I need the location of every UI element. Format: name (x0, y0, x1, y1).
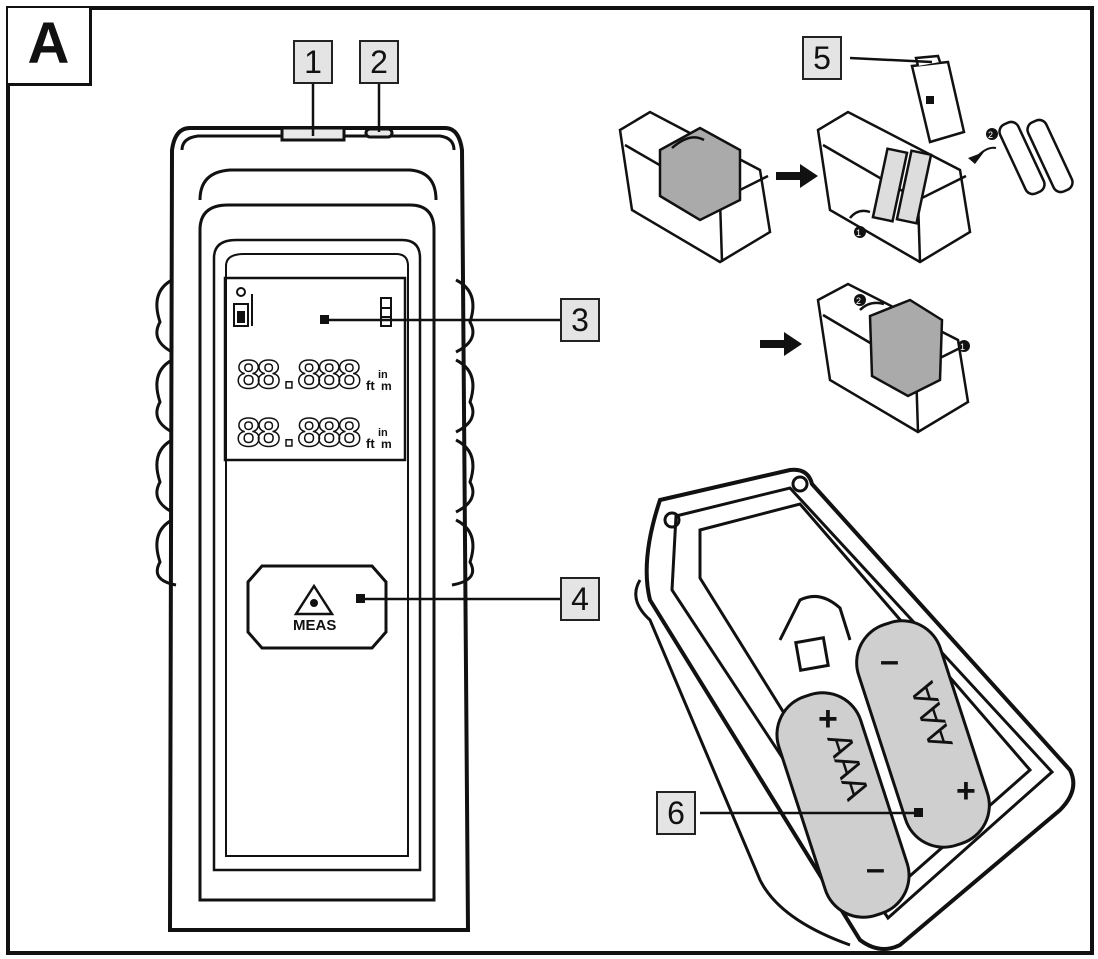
step-arrow-2 (760, 332, 802, 356)
display-digits-row2: 88.888 (236, 411, 362, 459)
display-contents (233, 287, 392, 327)
battery-status-icon (380, 297, 392, 327)
battery-left (775, 691, 911, 919)
step-marker-1-label: 1 (856, 228, 861, 238)
display-unit-m-1: m (381, 379, 392, 393)
panel-letter: A (8, 8, 92, 86)
step-marker-3 (854, 294, 866, 306)
callout-3: 3 (560, 298, 600, 342)
battery-left-minus: – (866, 850, 885, 888)
meas-button[interactable] (246, 564, 388, 650)
battery-step-1 (618, 110, 772, 264)
battery-right-minus: – (880, 642, 899, 680)
display-digits-row1: 88.888 (236, 353, 362, 401)
leader-dots (320, 96, 934, 817)
step-marker-2-label: 2 (988, 130, 993, 140)
device-back (634, 467, 1076, 951)
step-marker-3-label: 2 (856, 296, 861, 306)
display-unit-in-2: in (378, 427, 388, 439)
leader-5 (849, 56, 933, 64)
display-unit-m-2: m (381, 437, 392, 451)
step-marker-4-label: 1 (960, 342, 965, 352)
callout-5: 5 (802, 36, 842, 80)
battery-compartment (775, 619, 991, 919)
meas-button-label: MEAS (293, 617, 336, 634)
callout-4: 4 (560, 577, 600, 621)
laser-warning-icon (293, 583, 335, 616)
leader-lines (311, 56, 933, 815)
callout-1: 1 (293, 40, 333, 84)
step-marker-1 (854, 226, 866, 238)
battery-right-plus: + (956, 772, 976, 810)
display-screen (223, 276, 407, 462)
battery-step-2 (816, 110, 972, 264)
battery-cover (910, 54, 966, 144)
callout-6: 6 (656, 791, 696, 835)
display-unit-ft-2: ft (366, 436, 375, 451)
battery-left-plus: + (818, 700, 838, 738)
display-unit-ft-1: ft (366, 378, 375, 393)
loose-batteries (998, 118, 1074, 196)
step-marker-4 (958, 340, 970, 352)
display-unit-in-1: in (378, 369, 388, 381)
battery-right (855, 619, 991, 849)
step-marker-2 (986, 128, 998, 140)
callout-2: 2 (359, 40, 399, 84)
step-arrow-1 (776, 164, 818, 188)
outer-frame (6, 6, 1094, 955)
battery-step-3 (816, 282, 970, 434)
device-front (155, 126, 475, 932)
